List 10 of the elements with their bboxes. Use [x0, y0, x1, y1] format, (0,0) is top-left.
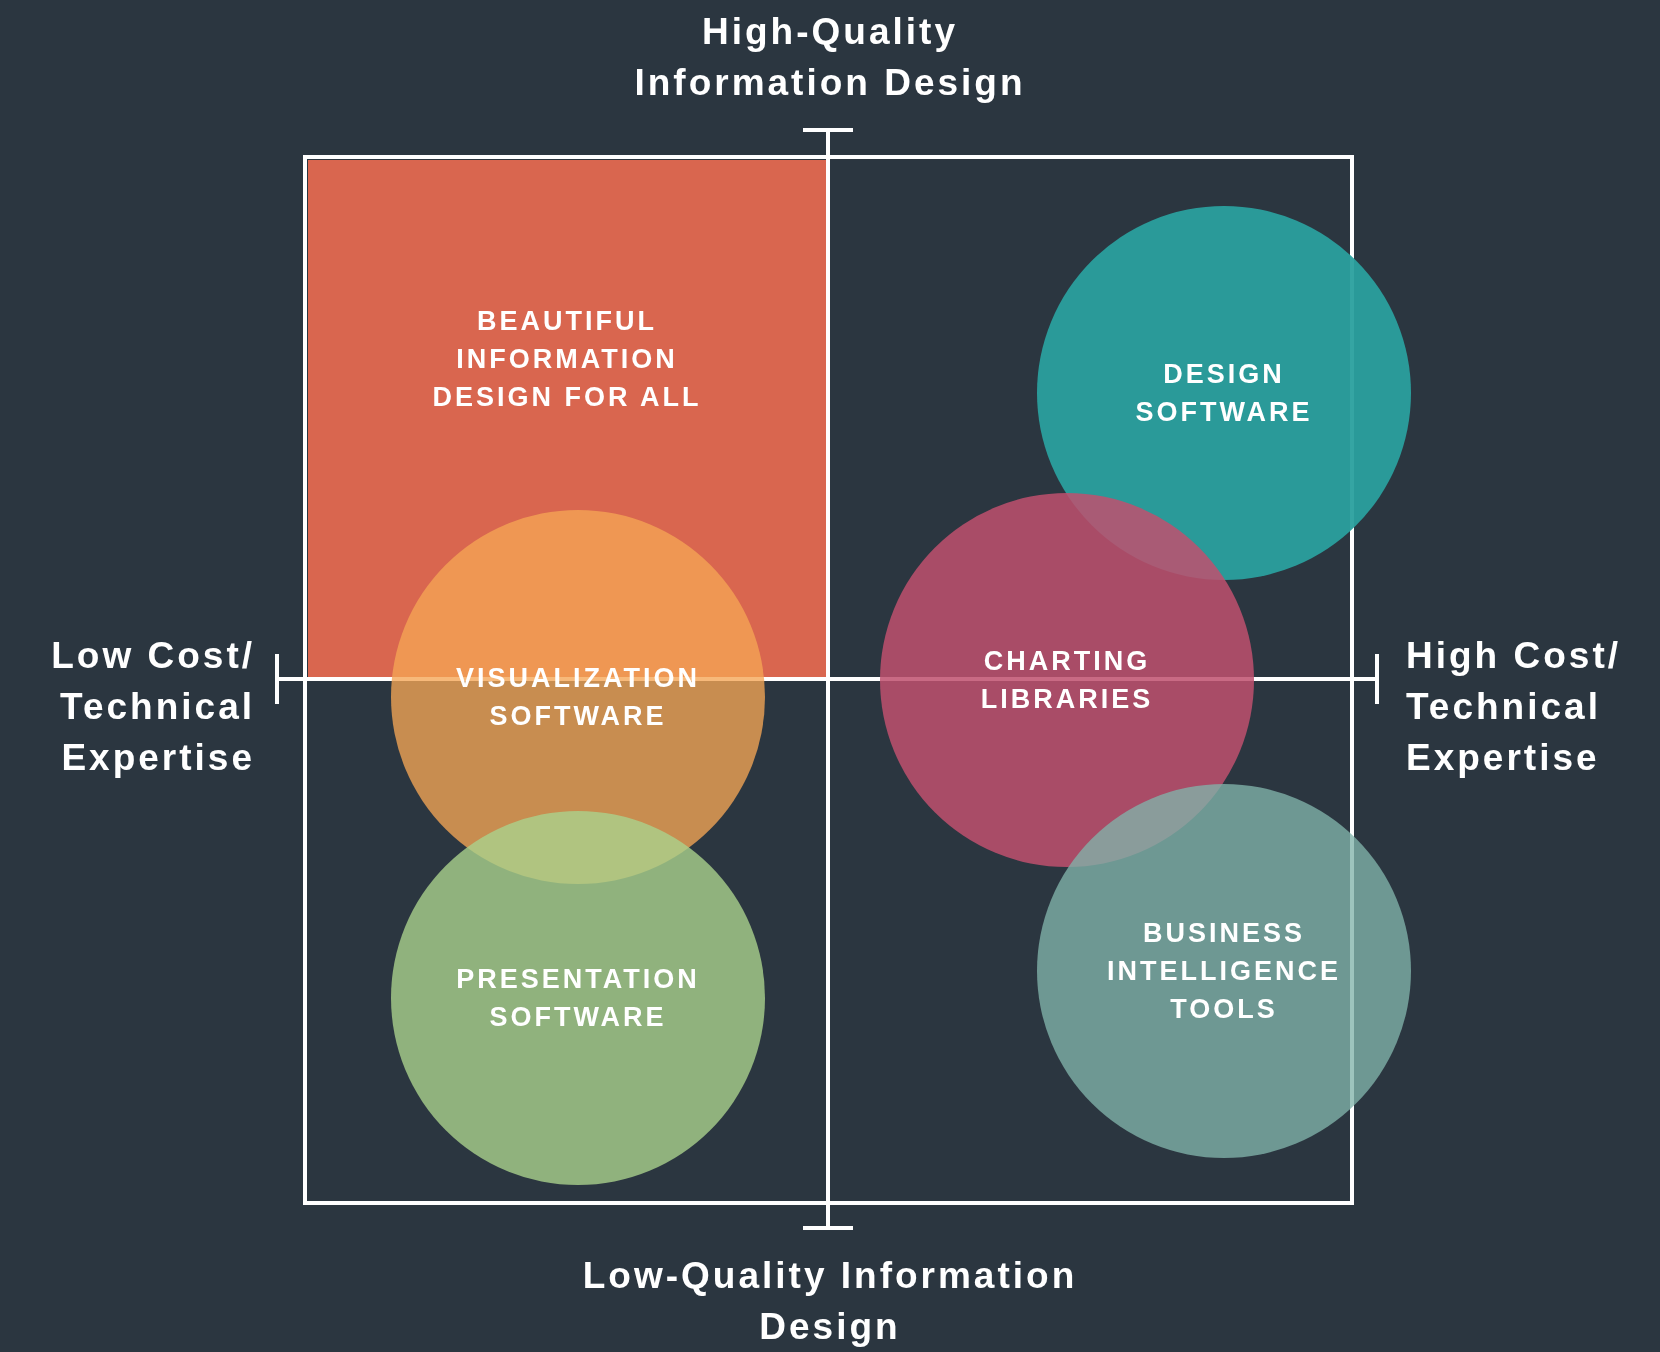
category-label: BUSINESS INTELLIGENCE TOOLS — [1106, 917, 1342, 1026]
category-label: BEAUTIFUL INFORMATION DESIGN FOR ALL — [431, 304, 703, 414]
category-label: VISUALIZATION SOFTWARE — [455, 662, 701, 733]
category-label: CHARTING LIBRARIES — [979, 645, 1155, 716]
axis-label: Low Cost/ Technical Expertise — [50, 634, 255, 780]
category-label: PRESENTATION SOFTWARE — [455, 963, 701, 1034]
axis-label: High Cost/ Technical Expertise — [1406, 634, 1622, 780]
axis-label: Low-Quality Information Design — [581, 1254, 1079, 1349]
axis-label: High-Quality Information Design — [633, 10, 1027, 105]
category-label: DESIGN SOFTWARE — [1134, 358, 1314, 429]
